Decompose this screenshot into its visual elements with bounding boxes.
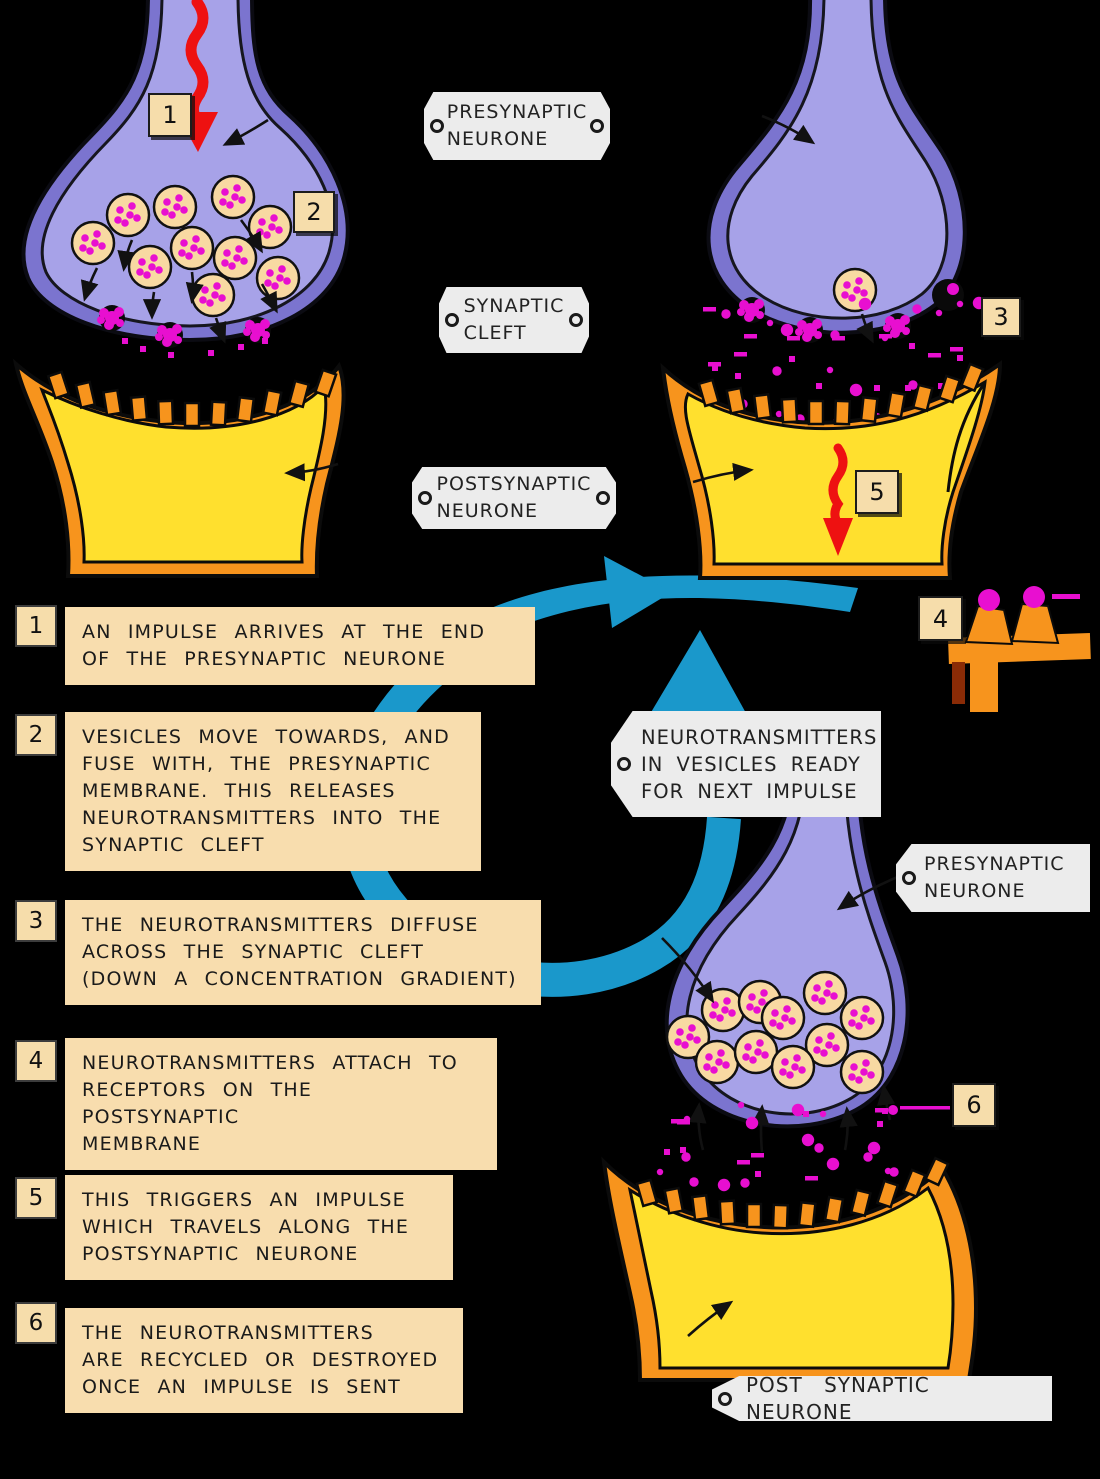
vesicle bbox=[839, 995, 885, 1041]
tag-hole-icon bbox=[718, 1391, 732, 1406]
receptor-closeup bbox=[948, 586, 1091, 712]
label-postsynaptic-neurone: POSTSYNAPTIC NEURONE bbox=[412, 467, 616, 529]
step-1-number: 1 bbox=[15, 605, 57, 647]
step-2-number: 2 bbox=[15, 714, 57, 756]
step-6-text: THE NEUROTRANSMITTERS ARE RECYCLED OR DE… bbox=[65, 1308, 463, 1413]
receptor-teeth bbox=[697, 362, 985, 426]
vesicle-group bbox=[665, 970, 885, 1095]
step-1-text: AN IMPULSE ARRIVES AT THE END OF THE PRE… bbox=[65, 607, 535, 685]
receptor-teeth bbox=[46, 368, 338, 428]
vesicle bbox=[804, 1022, 850, 1068]
vesicle bbox=[169, 225, 215, 271]
cycle-arrowhead-up bbox=[650, 630, 752, 724]
recycling-arrows bbox=[688, 1084, 896, 1153]
tag-hole-icon bbox=[430, 119, 444, 133]
step-5-number: 5 bbox=[15, 1177, 57, 1219]
presynaptic-neurone-bottom bbox=[664, 768, 910, 1153]
step-3-text: THE NEUROTRANSMITTERS DIFFUSE ACROSS THE… bbox=[65, 900, 541, 1005]
postsynaptic-neurone-bottom bbox=[601, 1156, 979, 1382]
label-text: NEUROTRANSMITTERS IN VESICLES READY FOR … bbox=[641, 725, 878, 803]
presynaptic-neurone-top-left bbox=[21, 0, 350, 348]
postsynaptic-neurone-left bbox=[12, 358, 346, 578]
vesicle bbox=[105, 192, 151, 238]
label-neurotransmitters-ready: NEUROTRANSMITTERS IN VESICLES READY FOR … bbox=[611, 711, 881, 817]
step-4-number: 4 bbox=[15, 1040, 57, 1082]
vesicle bbox=[255, 255, 301, 301]
step-5-text: THIS TRIGGERS AN IMPULSE WHICH TRAVELS A… bbox=[65, 1175, 453, 1280]
label-text: PRESYNAPTIC NEURONE bbox=[924, 853, 1065, 902]
marker6-pointer bbox=[888, 1105, 950, 1115]
label-text: PRESYNAPTIC NEURONE bbox=[446, 101, 588, 150]
tag-hole-icon bbox=[445, 313, 459, 327]
diagram-marker-1: 1 bbox=[148, 93, 192, 137]
diagram-marker-4: 4 bbox=[918, 596, 963, 641]
postsynaptic-neurone-right bbox=[660, 360, 1003, 580]
cycle-swoosh bbox=[415, 575, 858, 670]
vesicle bbox=[770, 1044, 816, 1090]
label-text: POSTSYNAPTIC NEURONE bbox=[436, 473, 592, 522]
annotation-arrows bbox=[222, 114, 901, 1337]
diagram-marker-2: 2 bbox=[293, 191, 335, 233]
vesicle bbox=[760, 995, 806, 1041]
step-4-text: NEUROTRANSMITTERS ATTACH TO RECEPTORS ON… bbox=[65, 1038, 497, 1170]
fusing-vesicle-blobs bbox=[97, 305, 271, 348]
cycle-arrowhead-right bbox=[604, 556, 672, 628]
vesicle-arrows bbox=[80, 219, 278, 344]
label-text: SYNAPTIC CLEFT bbox=[463, 295, 565, 344]
fusing-vesicle-blobs bbox=[737, 279, 964, 343]
vesicle bbox=[190, 272, 236, 318]
vesicle bbox=[839, 1049, 885, 1095]
label-presynaptic-neurone-top: PRESYNAPTIC NEURONE bbox=[424, 92, 610, 160]
vesicle bbox=[733, 1029, 779, 1075]
vesicle bbox=[70, 220, 116, 266]
vesicle bbox=[694, 1039, 740, 1085]
vesicle bbox=[802, 970, 848, 1016]
bound-neurotransmitter bbox=[1023, 586, 1045, 608]
neurotransmitters-cleft-bottom bbox=[656, 1101, 899, 1192]
step-6-number: 6 bbox=[15, 1302, 57, 1344]
receptor-teeth bbox=[635, 1156, 950, 1230]
label-postsynaptic-neurone-bottom: POST SYNAPTIC NEURONE bbox=[712, 1376, 1052, 1421]
vesicle bbox=[127, 244, 173, 290]
tag-hole-icon bbox=[596, 491, 610, 505]
label-presynaptic-neurone-bottom: PRESYNAPTIC NEURONE bbox=[896, 844, 1090, 912]
step-3-number: 3 bbox=[15, 900, 57, 942]
diagram-marker-5: 5 bbox=[855, 470, 899, 514]
vesicle-group bbox=[832, 267, 878, 344]
neurotransmitters-under-left-bulb bbox=[122, 338, 268, 358]
tag-hole-icon bbox=[569, 313, 583, 327]
vesicle bbox=[152, 184, 198, 230]
impulse-arrow-postsynaptic bbox=[828, 443, 848, 525]
vesicle bbox=[665, 1014, 711, 1060]
step-2-text: VESICLES MOVE TOWARDS, AND FUSE WITH, TH… bbox=[65, 712, 481, 871]
label-text: POST SYNAPTIC NEURONE bbox=[746, 1372, 930, 1424]
tag-hole-icon bbox=[418, 491, 432, 505]
diagram-marker-3: 3 bbox=[981, 297, 1021, 337]
presynaptic-neurone-top-right bbox=[706, 0, 967, 344]
bound-neurotransmitter bbox=[978, 589, 1000, 611]
tag-hole-icon bbox=[617, 757, 631, 771]
label-synaptic-cleft: SYNAPTIC CLEFT bbox=[439, 287, 589, 353]
vesicle bbox=[700, 987, 746, 1033]
tag-hole-icon bbox=[902, 871, 916, 885]
vesicle bbox=[212, 235, 258, 281]
impulse-arrow-top bbox=[185, 0, 209, 122]
diagram-marker-6: 6 bbox=[952, 1083, 996, 1127]
tag-hole-icon bbox=[590, 119, 604, 133]
vesicle bbox=[210, 174, 256, 220]
